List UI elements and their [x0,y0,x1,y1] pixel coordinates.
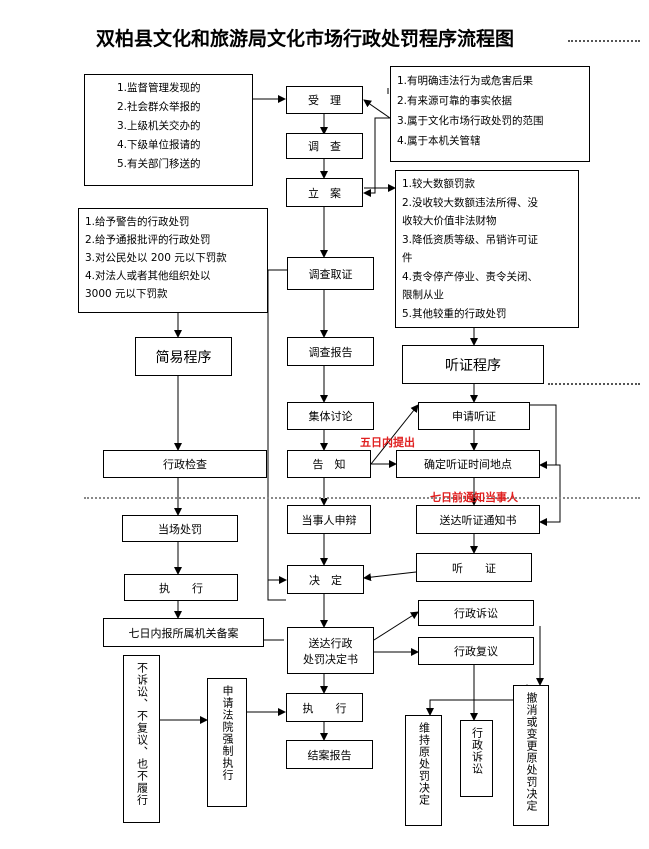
case-sources-box: 1.监督管理发现的 2.社会群众举报的 3.上级机关交办的 4.下级单位报请的 … [84,74,253,186]
condition-item: 1.有明确违法行为或危害后果 [397,75,534,87]
step-execute: 执 行 [286,693,363,722]
litigation2-box: 行政诉讼 [460,720,493,797]
maintain-text: 维持原处罚决定 [417,722,431,806]
review-litigation: 行政诉讼 [418,600,534,626]
condition-item: 1.较大数额罚款 [402,178,476,190]
hearing-dotted-divider [548,383,640,385]
title-dotted-divider [568,40,640,42]
no-action-text: 不诉讼、不复议、也不履行 [135,662,149,806]
maintain-box: 维持原处罚决定 [405,715,442,826]
condition-item: 4.责令停产停业、责令关闭、 [402,270,539,283]
condition-item: 3.对公民处以 200 元以下罚款 [85,252,227,264]
note-five-days: 五日内提出 [360,436,415,449]
court-enforce-text: 申请法院强制执行 [221,685,234,781]
condition-item: 4.属于本机关管辖 [397,135,481,147]
revoke-box: 撤消或变更原处罚决定 [513,685,549,826]
simple-procedure-header: 简易程序 [135,337,232,376]
filing-conditions-box: 1.有明确违法行为或危害后果 2.有来源可靠的事实依据 3.属于文化市场行政处罚… [390,66,590,162]
source-item: 5.有关部门移送的 [117,158,201,170]
source-item: 3.上级机关交办的 [117,120,201,132]
condition-item: 件 [402,252,413,264]
condition-item: 2.给予通报批评的行政处罚 [85,234,211,246]
condition-item: 收较大价值非法财物 [402,215,497,227]
hearing-hearing: 听 证 [416,553,532,582]
simple-record: 七日内报所属机关备案 [103,618,264,647]
court-enforce-box: 申请法院强制执行 [207,678,247,807]
condition-item: 3000 元以下罚款 [85,288,168,300]
note-seven-days: 七日前通知当事人 [430,491,518,504]
no-action-box: 不诉讼、不复议、也不履行 [123,655,160,823]
deliver-line-2: 处罚决定书 [303,652,358,666]
source-item: 1.监督管理发现的 [117,82,201,94]
simple-inspection: 行政检查 [103,450,267,478]
section-dotted-divider [84,497,640,499]
simple-on-site-penalty: 当场处罚 [122,515,238,542]
condition-item: 1.给予警告的行政处罚 [85,216,190,228]
condition-item: 4.对法人或者其他组织处以 [85,270,211,282]
step-file-case: 立 案 [286,178,363,207]
step-notify: 告 知 [287,450,371,478]
step-defense: 当事人申辩 [287,505,371,534]
hearing-procedure-header: 听证程序 [402,345,544,384]
condition-item: 限制从业 [402,289,444,301]
step-investigation-report: 调查报告 [287,337,374,366]
step-closing-report: 结案报告 [286,740,373,769]
litigation2-text: 行政诉讼 [470,727,484,775]
condition-item: 3.属于文化市场行政处罚的范围 [397,115,544,127]
step-investigate: 调 查 [286,133,363,159]
condition-item: 2.没收较大数额违法所得、没 [402,196,539,209]
deliver-line-1: 送达行政 [308,636,353,650]
simple-conditions-box: 1.给予警告的行政处罚 2.给予通报批评的行政处罚 3.对公民处以 200 元以… [78,208,268,313]
condition-item: 3.降低资质等级、吊销许可证 [402,233,539,246]
hearing-fix-time: 确定听证时间地点 [396,450,540,478]
hearing-conditions-box: 1.较大数额罚款 2.没收较大数额违法所得、没 收较大价值非法财物 3.降低资质… [395,170,579,328]
condition-item: 2.有来源可靠的事实依据 [397,95,513,107]
source-item: 2.社会群众举报的 [117,101,201,113]
page-title: 双柏县文化和旅游局文化市场行政处罚程序流程图 [96,28,515,50]
simple-execute: 执 行 [124,574,238,601]
hearing-apply: 申请听证 [418,402,530,430]
source-item: 4.下级单位报请的 [117,139,201,151]
hearing-send-notice: 送达听证通知书 [416,505,540,534]
step-group-discussion: 集体讨论 [287,402,374,430]
revoke-text: 撤消或变更原处罚决定 [525,692,538,812]
step-accept: 受 理 [286,86,363,114]
step-collect-evidence: 调查取证 [287,257,374,290]
step-deliver-decision: 送达行政 处罚决定书 [287,627,374,674]
review-reconsideration: 行政复议 [418,637,534,665]
arrow-conditions-file [363,117,390,197]
step-decision: 决 定 [287,565,364,594]
condition-item: 5.其他较重的行政处罚 [402,307,507,320]
